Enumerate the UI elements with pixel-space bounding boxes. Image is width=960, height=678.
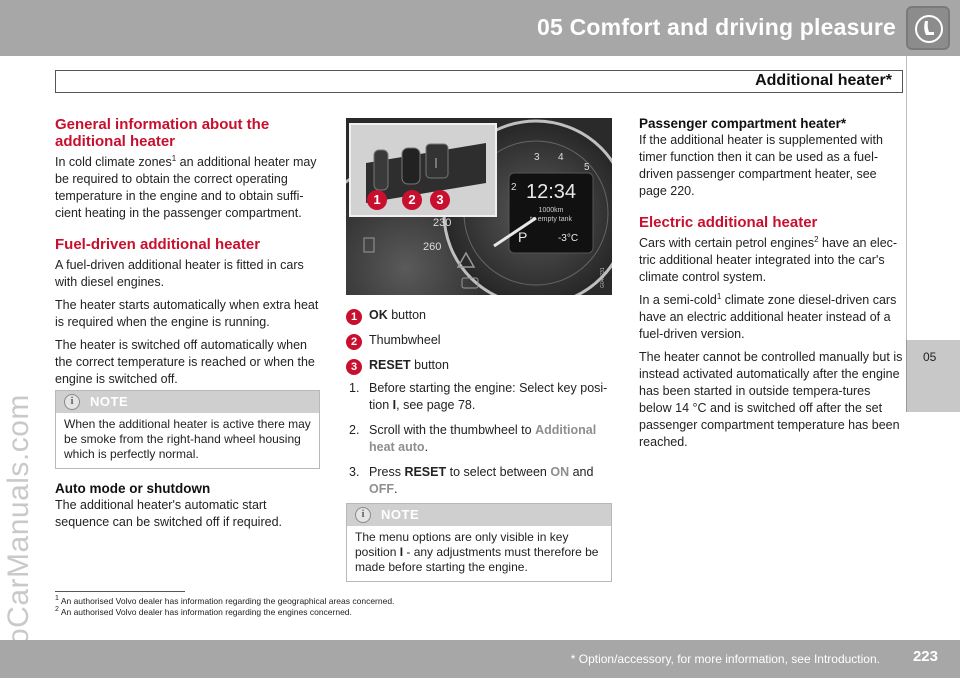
chapter-title: 05 Comfort and driving pleasure	[537, 14, 896, 40]
legend-item-ok: OK button	[369, 308, 426, 322]
tach-label: 4	[558, 152, 564, 163]
chapter-header-band: 05 Comfort and driving pleasure	[0, 0, 960, 56]
footnote-2: 2 An authorised Volvo dealer has informa…	[55, 606, 352, 617]
legend-badge-2: 2	[346, 334, 362, 350]
speed-label: 260	[423, 241, 441, 253]
step-3: 3.Press RESET to select between ON and O…	[349, 465, 594, 496]
footnote-divider	[55, 591, 185, 592]
badge-1: 1	[367, 190, 387, 210]
chapter-tab[interactable]: 05	[906, 340, 960, 412]
page-number: 223	[912, 648, 938, 665]
legend-badge-1: 1	[346, 309, 362, 325]
footnote-ref: 1	[716, 291, 722, 301]
range-label: to empty tank	[530, 216, 573, 223]
footnote-1: 1 An authorised Volvo dealer has informa…	[55, 595, 395, 606]
side-divider	[906, 56, 907, 340]
fuel-paragraph-2: The heater starts automatically when ext…	[55, 298, 319, 329]
footer-note: * Option/accessory, for more information…	[570, 652, 880, 666]
note-label: NOTE	[381, 507, 420, 522]
section-title: Additional heater*	[755, 72, 892, 89]
figure-code: G049231	[600, 267, 606, 288]
note-box-left: i NOTE When the additional heater is act…	[55, 390, 320, 469]
section-header: Additional heater*	[55, 70, 903, 93]
seat-icon	[906, 6, 950, 50]
heading-general: General information about the additional…	[55, 116, 270, 150]
legend-badge-3: 3	[346, 359, 362, 375]
instruction-steps: 1.Before starting the engine: Select key…	[346, 380, 612, 506]
right-column: Passenger compartment heater* If the add…	[639, 116, 905, 457]
note-box-middle: i NOTE The menu options are only visible…	[346, 503, 612, 582]
auto-mode-section: Auto mode or shutdown The additional hea…	[55, 481, 321, 537]
manual-paragraph: The heater cannot be controlled manually…	[639, 350, 903, 449]
outside-temperature: -3°C	[558, 233, 578, 244]
range-value: 1000km	[539, 207, 564, 214]
instrument-figure: 12:34 1000km to empty tank P -3°C 2 3 4 …	[346, 118, 612, 295]
option-on: ON	[550, 465, 570, 479]
speed-label: 230	[433, 217, 451, 229]
semi-cold-paragraph: In a semi-cold1 climate zone diesel-driv…	[639, 291, 897, 341]
heading-fuel: Fuel-driven additional heater	[55, 236, 261, 253]
option-off: OFF	[369, 482, 394, 496]
chapter-tab-label: 05	[923, 350, 937, 364]
footnote-ref: 1	[171, 153, 177, 163]
general-paragraph: In cold climate zones1 an additional hea…	[55, 153, 317, 220]
instrument-cluster-illustration: 12:34 1000km to empty tank P -3°C 2 3 4 …	[346, 118, 612, 295]
note-text: The menu options are only visible in key…	[355, 530, 599, 574]
note-label: NOTE	[90, 394, 129, 409]
note-text: When the additional heater is active the…	[64, 417, 311, 461]
tach-label: 3	[534, 152, 540, 163]
footnote-ref: 2	[814, 234, 819, 244]
fuel-paragraph-1: A fuel-driven additional heater is fitte…	[55, 258, 304, 289]
clock-display: 12:34	[526, 181, 576, 203]
fuel-paragraph-3: The heater is switched off automatically…	[55, 338, 315, 386]
watermark: ProCarManuals.com	[2, 394, 35, 676]
step-2: 2.Scroll with the thumbwheel to Addition…	[349, 423, 597, 454]
badge-2: 2	[402, 190, 422, 210]
tach-label: 2	[511, 182, 517, 193]
auto-paragraph: The additional heater's automatic start …	[55, 498, 282, 529]
passenger-paragraph: If the additional heater is supplemented…	[639, 133, 883, 198]
menu-option-additional-heat-auto: Additional heat auto	[369, 423, 597, 454]
tach-label: 5	[584, 162, 590, 173]
legend-item-thumbwheel: Thumbwheel	[369, 333, 441, 347]
info-icon: i	[64, 394, 80, 410]
page-footer: * Option/accessory, for more information…	[0, 640, 960, 678]
heading-electric: Electric additional heater	[639, 214, 818, 231]
left-column: General information about the additional…	[55, 116, 321, 394]
info-icon: i	[355, 507, 371, 523]
badge-3: 3	[430, 190, 450, 210]
electric-paragraph: Cars with certain petrol engines2 have a…	[639, 234, 898, 284]
heading-auto: Auto mode or shutdown	[55, 481, 211, 496]
step-1: 1.Before starting the engine: Select key…	[349, 381, 608, 412]
legend-item-reset: RESET button	[369, 358, 449, 372]
gear-indicator: P	[518, 229, 527, 245]
heading-passenger: Passenger compartment heater*	[639, 116, 847, 131]
